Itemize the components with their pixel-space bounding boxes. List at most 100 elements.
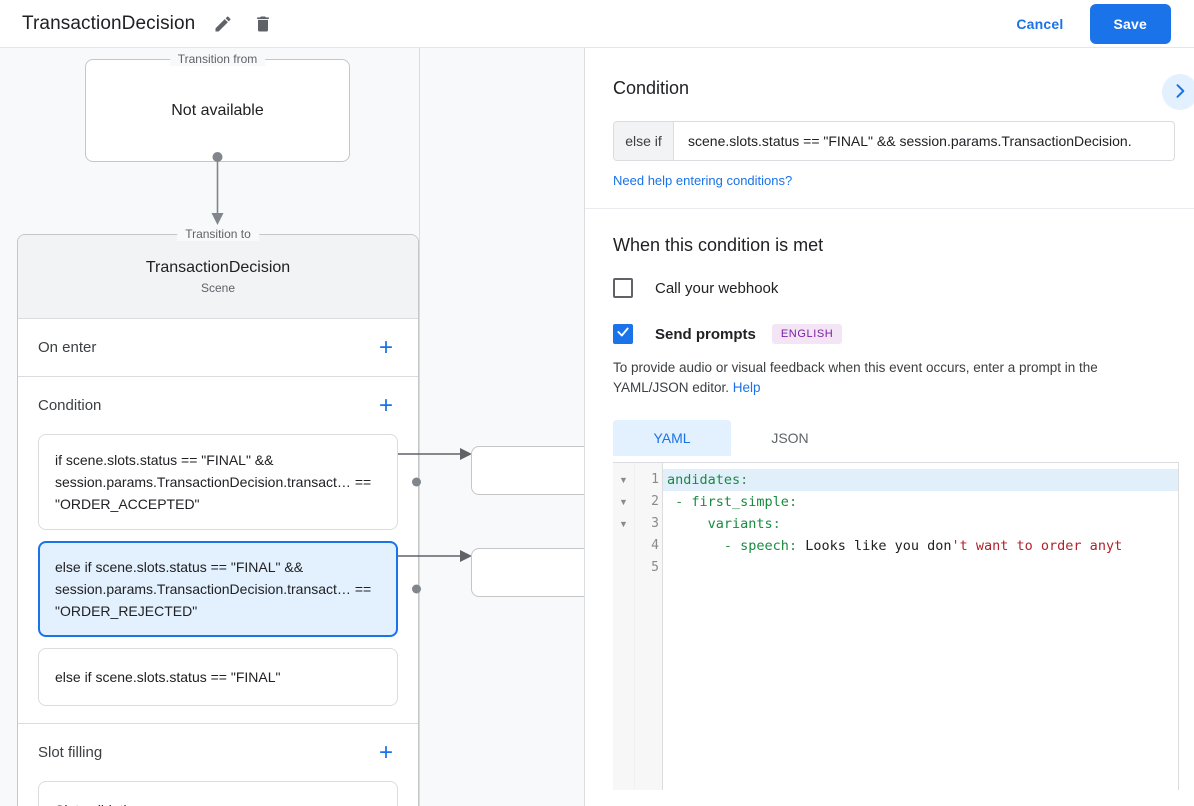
section-on-enter-head: On enter + — [38, 319, 398, 376]
code-line[interactable]: - first_simple: — [663, 491, 1179, 513]
call-webhook-checkbox[interactable] — [613, 278, 633, 298]
code-token: 't want to order anyt — [951, 538, 1123, 554]
connector-port-dot — [412, 477, 421, 487]
add-slot-filling-button[interactable]: + — [374, 740, 398, 765]
tab-json[interactable]: JSON — [731, 420, 849, 456]
pencil-icon — [213, 14, 233, 34]
panel-heading: Condition — [613, 78, 690, 98]
code-line[interactable]: variants: — [663, 513, 1179, 535]
send-prompts-row[interactable]: Send prompts ENGLISH — [613, 324, 1166, 344]
line-number: 4 — [651, 538, 659, 553]
section-on-enter-title: On enter — [38, 339, 97, 356]
save-button[interactable]: Save — [1089, 3, 1171, 44]
fold-toggle-icon[interactable]: ▼ — [619, 519, 628, 529]
section-condition-spacer — [38, 717, 398, 723]
condition-chip-accepted-text: if scene.slots.status == "FINAL" && sess… — [55, 452, 372, 512]
connector-port-dot — [412, 584, 421, 594]
code-token: : — [772, 516, 781, 532]
section-on-enter: On enter + — [18, 319, 418, 377]
code-area[interactable]: andidates: - first_simple: variants: - s… — [663, 463, 1179, 790]
collapse-panel-button[interactable] — [1162, 74, 1194, 110]
code-token: - — [667, 538, 741, 554]
code-token: : — [788, 538, 806, 554]
target-node-2[interactable] — [471, 548, 584, 597]
section-slot-filling: Slot filling + Slot validation — [18, 724, 418, 806]
condition-input-row[interactable]: else if — [613, 121, 1175, 161]
node-transition-to[interactable]: Transition to TransactionDecision Scene … — [17, 227, 421, 806]
editor-format-tabs: YAML JSON — [613, 420, 1166, 456]
section-slot-filling-title: Slot filling — [38, 744, 103, 761]
node-transition-from-legend: Transition from — [169, 52, 266, 66]
code-token: andidates — [667, 472, 741, 488]
scene-name: TransactionDecision — [145, 258, 291, 276]
call-webhook-row[interactable]: Call your webhook — [613, 278, 1166, 298]
chevron-right-icon — [1170, 81, 1190, 104]
prompts-help-link[interactable]: Help — [732, 380, 761, 395]
condition-expression-input[interactable] — [674, 122, 1174, 160]
trash-icon — [253, 14, 273, 34]
send-prompts-label: Send prompts — [655, 325, 756, 343]
condition-chip-accepted[interactable]: if scene.slots.status == "FINAL" && sess… — [38, 434, 421, 530]
line-number: 1 — [651, 472, 659, 487]
connector-to-target-1 — [398, 448, 472, 460]
fold-toggle-icon[interactable]: ▼ — [619, 475, 628, 485]
condition-chip-rejected[interactable]: else if scene.slots.status == "FINAL" &&… — [38, 541, 421, 637]
add-condition-button[interactable]: + — [374, 393, 398, 418]
connector-to-target-2 — [398, 550, 472, 562]
top-app-bar: TransactionDecision Cancel Save — [0, 0, 1194, 48]
condition-details-panel: Condition else if Need help entering con… — [584, 48, 1194, 806]
flow-canvas[interactable]: Transition from Not available Transition… — [0, 48, 584, 806]
delete-button[interactable] — [251, 12, 275, 36]
line-number: 2 — [651, 494, 659, 509]
condition-chip-final-text: else if scene.slots.status == "FINAL" — [55, 669, 281, 685]
fold-gutter[interactable]: ▼ ▼ ▼ — [613, 463, 635, 790]
edit-name-button[interactable] — [211, 12, 235, 36]
when-condition-met-section: When this condition is met Call your web… — [585, 209, 1194, 790]
code-line[interactable]: andidates: — [663, 469, 1179, 491]
condition-prefix-label: else if — [614, 122, 674, 160]
call-webhook-label: Call your webhook — [655, 279, 779, 297]
line-number: 5 — [651, 560, 659, 575]
condition-help-link[interactable]: Need help entering conditions? — [613, 173, 793, 188]
section-condition: Condition + if scene.slots.status == "FI… — [18, 377, 421, 724]
target-node-1[interactable] — [471, 446, 584, 495]
code-line[interactable]: - speech: Looks like you don't want to o… — [663, 535, 1179, 557]
section-slot-filling-head: Slot filling + — [38, 724, 398, 781]
fold-empty — [613, 557, 634, 579]
fold-toggle-icon[interactable]: ▼ — [619, 497, 628, 507]
checkmark-icon — [616, 325, 630, 344]
tab-yaml[interactable]: YAML — [613, 420, 731, 456]
add-on-enter-button[interactable]: + — [374, 335, 398, 360]
slot-validation-chip[interactable]: Slot validation — [38, 781, 398, 806]
send-prompts-checkbox[interactable] — [613, 324, 633, 344]
language-badge: ENGLISH — [771, 324, 843, 344]
cancel-button[interactable]: Cancel — [1004, 8, 1075, 40]
prompts-hint-text: To provide audio or visual feedback when… — [613, 358, 1166, 398]
code-line[interactable] — [663, 557, 1179, 579]
prompts-hint-body: To provide audio or visual feedback when… — [613, 360, 1098, 395]
section-condition-title: Condition — [38, 397, 102, 414]
condition-chip-final[interactable]: else if scene.slots.status == "FINAL" — [38, 648, 398, 706]
code-token: Looks like you don — [805, 538, 952, 554]
code-token: : — [740, 472, 749, 488]
code-token — [667, 516, 708, 532]
code-token: variants — [707, 516, 773, 532]
code-token: - — [667, 494, 692, 510]
section-condition-head: Condition + — [38, 377, 398, 434]
node-transition-from-value: Not available — [171, 101, 264, 119]
condition-editor-section: Condition else if Need help entering con… — [585, 48, 1194, 209]
node-transition-to-legend: Transition to — [177, 227, 259, 241]
scene-kind: Scene — [200, 280, 236, 295]
fold-empty — [613, 535, 634, 557]
scene-card-header: TransactionDecision Scene — [18, 235, 418, 319]
code-token: : — [788, 494, 798, 510]
node-transition-from[interactable]: Transition from Not available — [85, 52, 350, 162]
code-token: speech — [740, 538, 789, 554]
connector-from-to — [211, 152, 224, 225]
code-token: first_simple — [691, 494, 789, 510]
when-condition-met-heading: When this condition is met — [613, 235, 824, 255]
editor-right-rule — [1178, 463, 1179, 790]
